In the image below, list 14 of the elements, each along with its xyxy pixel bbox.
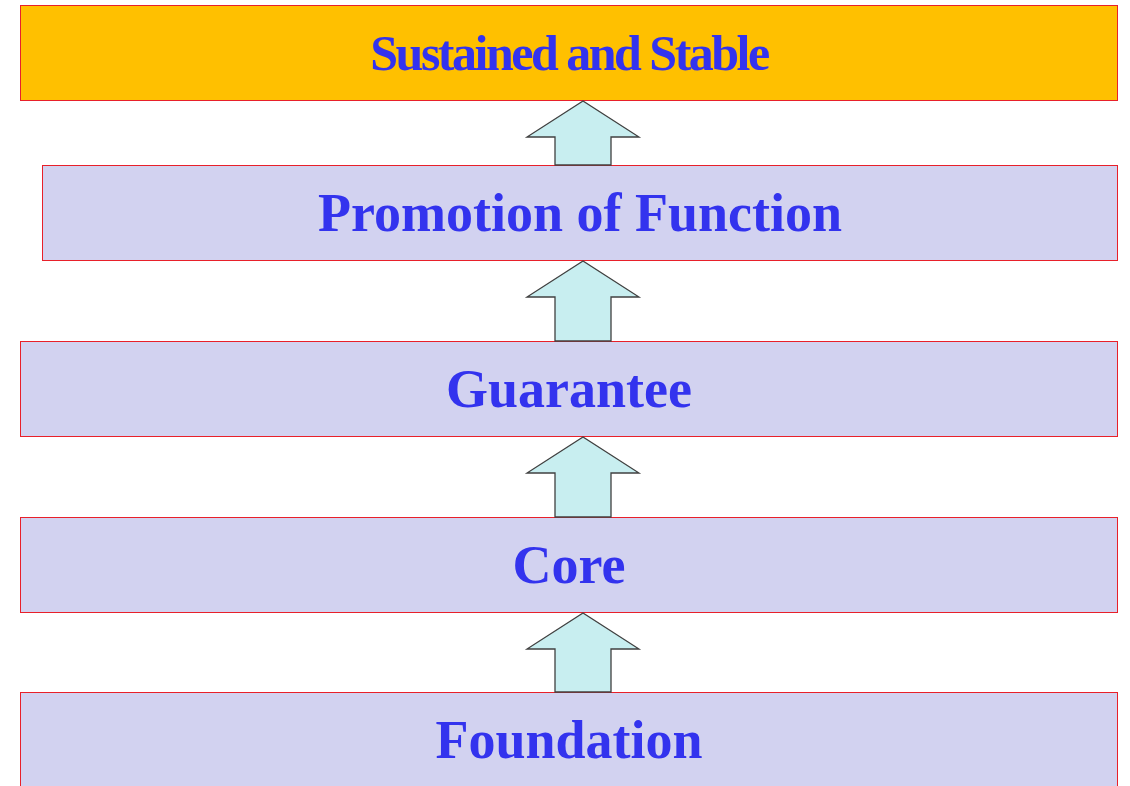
- level-box: [42, 165, 1118, 261]
- level-box: [20, 5, 1118, 101]
- level-label: Core: [512, 534, 626, 596]
- level-box: [20, 692, 1118, 786]
- level-label: Guarantee: [446, 358, 692, 420]
- level-label: Foundation: [435, 709, 703, 771]
- level-label: Promotion of Function: [318, 182, 842, 244]
- block-arrow: [524, 612, 642, 693]
- level-box: [20, 517, 1118, 613]
- block-arrow: [524, 436, 642, 518]
- level-label: Sustained and Stable: [370, 24, 768, 82]
- level-box: [20, 341, 1118, 437]
- block-arrow: [524, 260, 642, 342]
- block-arrow: [524, 100, 642, 166]
